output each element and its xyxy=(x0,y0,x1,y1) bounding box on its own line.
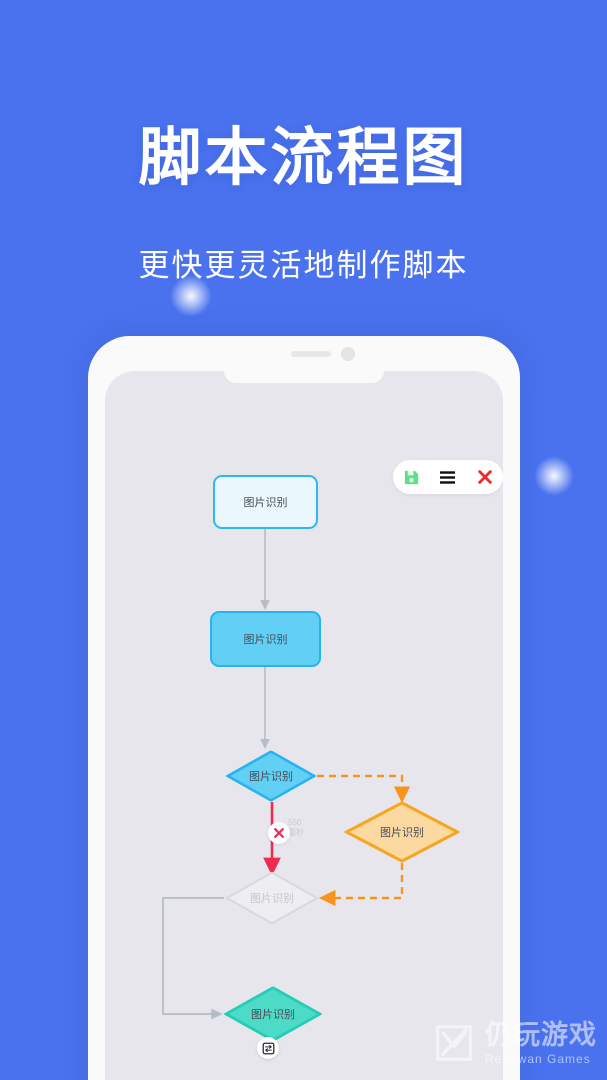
decorative-glow-dot xyxy=(534,456,574,496)
phone-notch xyxy=(88,336,520,374)
close-x-glyph xyxy=(274,828,284,838)
phone-screen: 图片识别 图片识别 图片识别 图片识别 xyxy=(105,371,503,1080)
flow-node-image-recognition-5[interactable]: 图片识别 xyxy=(224,871,320,925)
flow-node-image-recognition-6[interactable]: 图片识别 xyxy=(223,986,323,1042)
phone-speaker xyxy=(291,351,331,357)
flow-node-image-recognition-2[interactable]: 图片识别 xyxy=(210,611,321,667)
screen-notch-cutout xyxy=(224,371,384,383)
phone-mockup: 图片识别 图片识别 图片识别 图片识别 xyxy=(88,336,520,1080)
edge-close-x-icon[interactable] xyxy=(268,822,290,844)
menu-icon-glyph xyxy=(440,470,456,484)
edge-delay-label: 550 毫秒 xyxy=(288,818,304,838)
flow-node-label: 图片识别 xyxy=(380,827,424,839)
swap-icon[interactable] xyxy=(257,1037,279,1059)
flow-node-label: 图片识别 xyxy=(243,497,288,509)
flow-node-image-recognition-3[interactable]: 图片识别 xyxy=(225,750,317,802)
flow-node-image-recognition-1[interactable]: 图片识别 xyxy=(213,475,318,529)
edge-delay-unit: 毫秒 xyxy=(288,828,304,837)
menu-icon[interactable] xyxy=(435,464,461,490)
save-icon[interactable] xyxy=(398,464,424,490)
diamond-shape xyxy=(225,871,319,925)
swap-icon-glyph xyxy=(262,1042,274,1054)
diamond-shape xyxy=(225,750,317,802)
close-icon-glyph xyxy=(477,470,492,484)
flow-node-label: 图片识别 xyxy=(249,771,293,783)
flow-node-label: 图片识别 xyxy=(250,893,294,905)
diamond-shape xyxy=(344,801,460,863)
flow-node-label: 图片识别 xyxy=(251,1009,295,1021)
edge-delay-value: 550 xyxy=(288,818,302,827)
close-icon[interactable] xyxy=(472,464,498,490)
phone-camera-icon xyxy=(341,347,355,361)
flow-node-image-recognition-4[interactable]: 图片识别 xyxy=(343,801,461,863)
flow-node-label: 图片识别 xyxy=(243,634,288,646)
flowchart-edges xyxy=(162,529,411,1020)
page-subtitle: 更快更灵活地制作脚本 xyxy=(138,248,469,283)
save-icon-glyph xyxy=(404,470,418,484)
editor-toolbar[interactable] xyxy=(393,460,503,494)
flowchart-canvas[interactable]: 图片识别 图片识别 图片识别 图片识别 xyxy=(105,371,503,1080)
page-title: 脚本流程图 xyxy=(138,123,469,193)
